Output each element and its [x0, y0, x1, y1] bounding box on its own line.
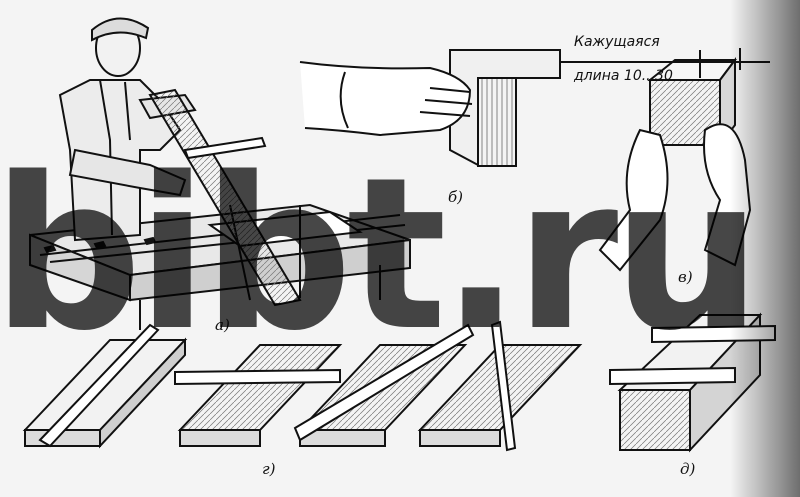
annotation-line-2: длина 10...30 [573, 68, 673, 84]
worker-at-bench [29, 17, 411, 330]
label-g: г) [262, 460, 276, 478]
block-with-strips [609, 312, 776, 453]
boards-row [22, 320, 583, 452]
label-a: а) [215, 316, 230, 334]
label-b: б) [448, 188, 463, 206]
label-d: д) [680, 460, 696, 478]
annotation-line-1: Кажущаяся [574, 34, 660, 50]
label-v: в) [678, 268, 693, 286]
hand-with-square [299, 49, 561, 167]
